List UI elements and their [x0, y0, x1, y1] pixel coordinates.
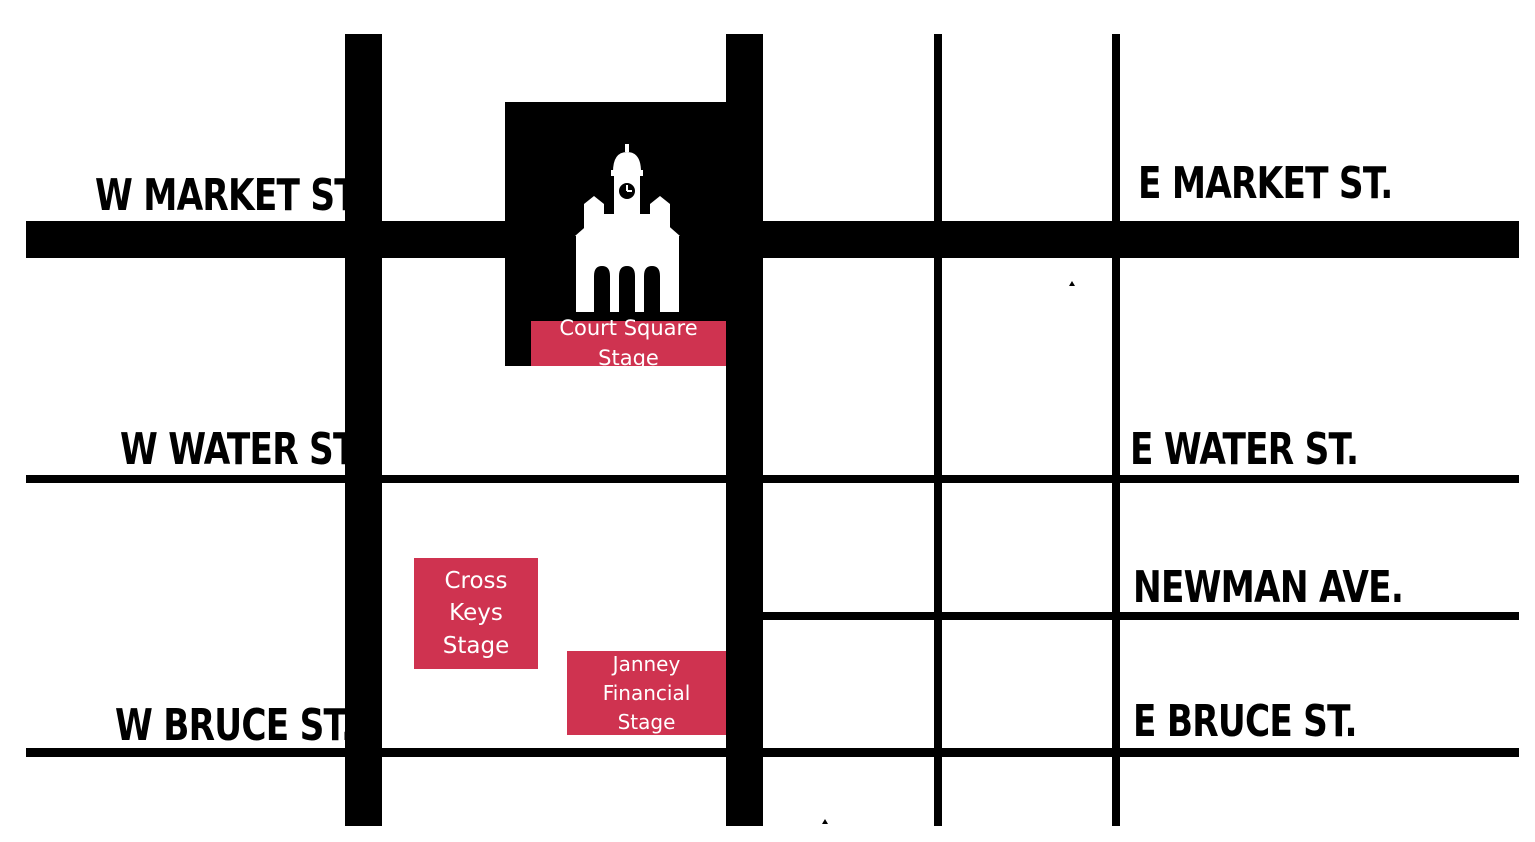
label-w-bruce-st: W BRUCE ST.	[115, 700, 354, 751]
label-e-bruce-st: E BRUCE ST.	[1133, 696, 1358, 747]
road-market-st	[26, 221, 1519, 258]
janney-financial-stage-label-1: Janney Financial	[602, 651, 691, 705]
map-marker-small	[822, 819, 828, 824]
road-water-st	[26, 475, 1519, 483]
label-newman-ave: NEWMAN AVE.	[1133, 562, 1404, 613]
janney-financial-stage-label-2: Stage	[617, 709, 676, 734]
court-square-stage: Court Square Stage	[531, 316, 726, 370]
cross-keys-stage-label-2: Stage	[442, 632, 510, 659]
court-square-stage-label: Court Square Stage	[559, 316, 698, 370]
cross-keys-stage: Cross Keys Stage	[414, 558, 538, 669]
label-e-market-st: E MARKET ST.	[1138, 158, 1393, 209]
road-newman-ave	[762, 612, 1519, 620]
courthouse-icon	[575, 144, 680, 312]
janney-financial-stage: Janney Financial Stage	[567, 651, 726, 735]
map-marker-small	[1069, 281, 1075, 286]
road-bruce-st	[26, 748, 1519, 757]
cross-keys-stage-label-1: Cross Keys	[444, 568, 508, 627]
label-e-water-st: E WATER ST.	[1130, 424, 1359, 475]
road-vertical-3	[934, 34, 942, 826]
road-vertical-1	[345, 34, 382, 826]
road-vertical-4	[1112, 34, 1120, 826]
label-w-water-st: W WATER ST.	[120, 424, 363, 475]
label-w-market-st: W MARKET ST.	[95, 170, 365, 221]
